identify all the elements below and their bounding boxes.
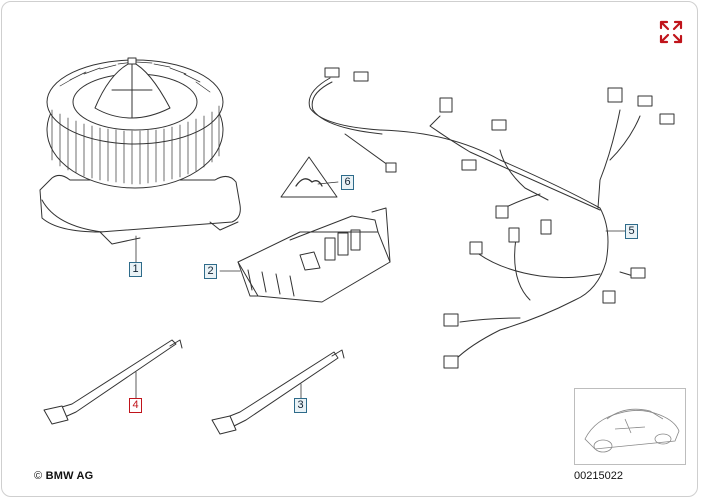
vehicle-location-thumbnail[interactable] bbox=[574, 388, 686, 465]
warning-label-drawing bbox=[280, 156, 338, 198]
callout-part-2[interactable]: 2 bbox=[204, 264, 217, 279]
callout-part-4[interactable]: 4 bbox=[129, 398, 142, 413]
diagram-id: 00215022 bbox=[574, 470, 623, 482]
cable-tie-left-drawing bbox=[43, 339, 183, 425]
copyright-icon: © bbox=[34, 470, 43, 482]
car-icon bbox=[584, 408, 680, 453]
callout-part-5[interactable]: 5 bbox=[625, 224, 638, 239]
callout-part-6[interactable]: 6 bbox=[341, 175, 354, 190]
callout-part-3[interactable]: 3 bbox=[294, 398, 307, 413]
copyright-notice: © BMW AG bbox=[34, 470, 93, 482]
copyright-owner: BMW AG bbox=[45, 470, 94, 482]
blower-resistor-drawing bbox=[237, 207, 391, 303]
expand-arrows-icon[interactable] bbox=[658, 19, 684, 45]
blower-motor-drawing bbox=[39, 57, 241, 245]
cable-tie-right-drawing bbox=[211, 349, 345, 435]
wiring-harness-drawing bbox=[308, 67, 675, 369]
callout-part-1[interactable]: 1 bbox=[129, 262, 142, 277]
